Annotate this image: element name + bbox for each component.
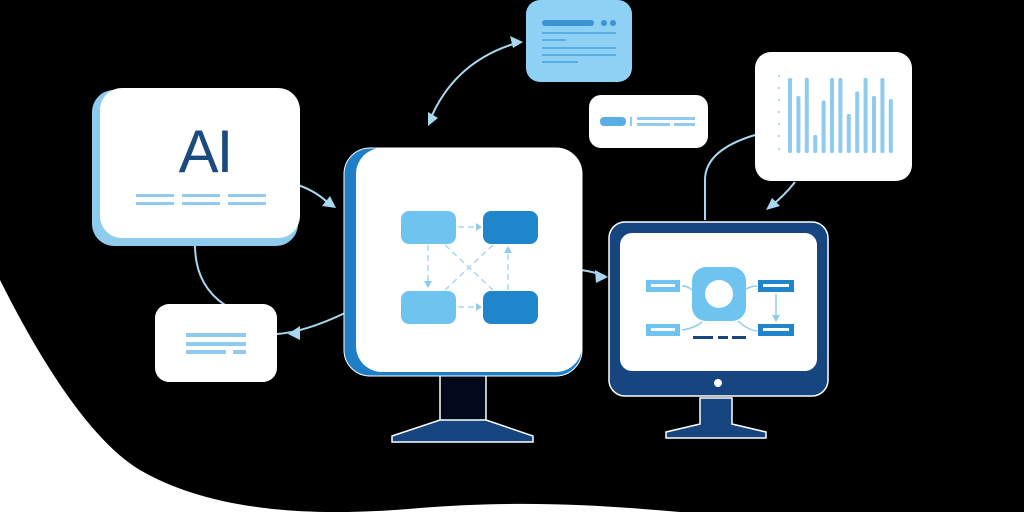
chart-bar — [813, 135, 818, 153]
process-diagram — [646, 267, 794, 339]
chart-bar — [830, 78, 834, 153]
ai-card[interactable] — [92, 88, 300, 246]
chart-bar — [846, 114, 851, 153]
chart-bar — [872, 96, 876, 153]
chart-bar — [838, 78, 843, 153]
arrowheads — [288, 36, 780, 340]
search-card[interactable] — [589, 95, 708, 148]
corner-white-shape — [0, 280, 680, 512]
bar-chart-card[interactable] — [755, 52, 912, 181]
chart-bar — [880, 78, 885, 153]
flow-monitor[interactable] — [343, 147, 583, 443]
chart-bar — [788, 78, 792, 153]
chart-bar — [821, 100, 826, 153]
notes-card[interactable] — [155, 304, 277, 382]
process-monitor[interactable] — [608, 221, 829, 439]
chart-bar — [888, 99, 893, 153]
chart-bar — [855, 91, 860, 153]
flow-diagram — [401, 211, 538, 324]
chart-bar — [796, 96, 801, 153]
chart-bar — [804, 78, 809, 153]
chart-bar — [863, 78, 868, 153]
document-card[interactable] — [526, 0, 632, 82]
ai-label: AI — [178, 118, 234, 185]
